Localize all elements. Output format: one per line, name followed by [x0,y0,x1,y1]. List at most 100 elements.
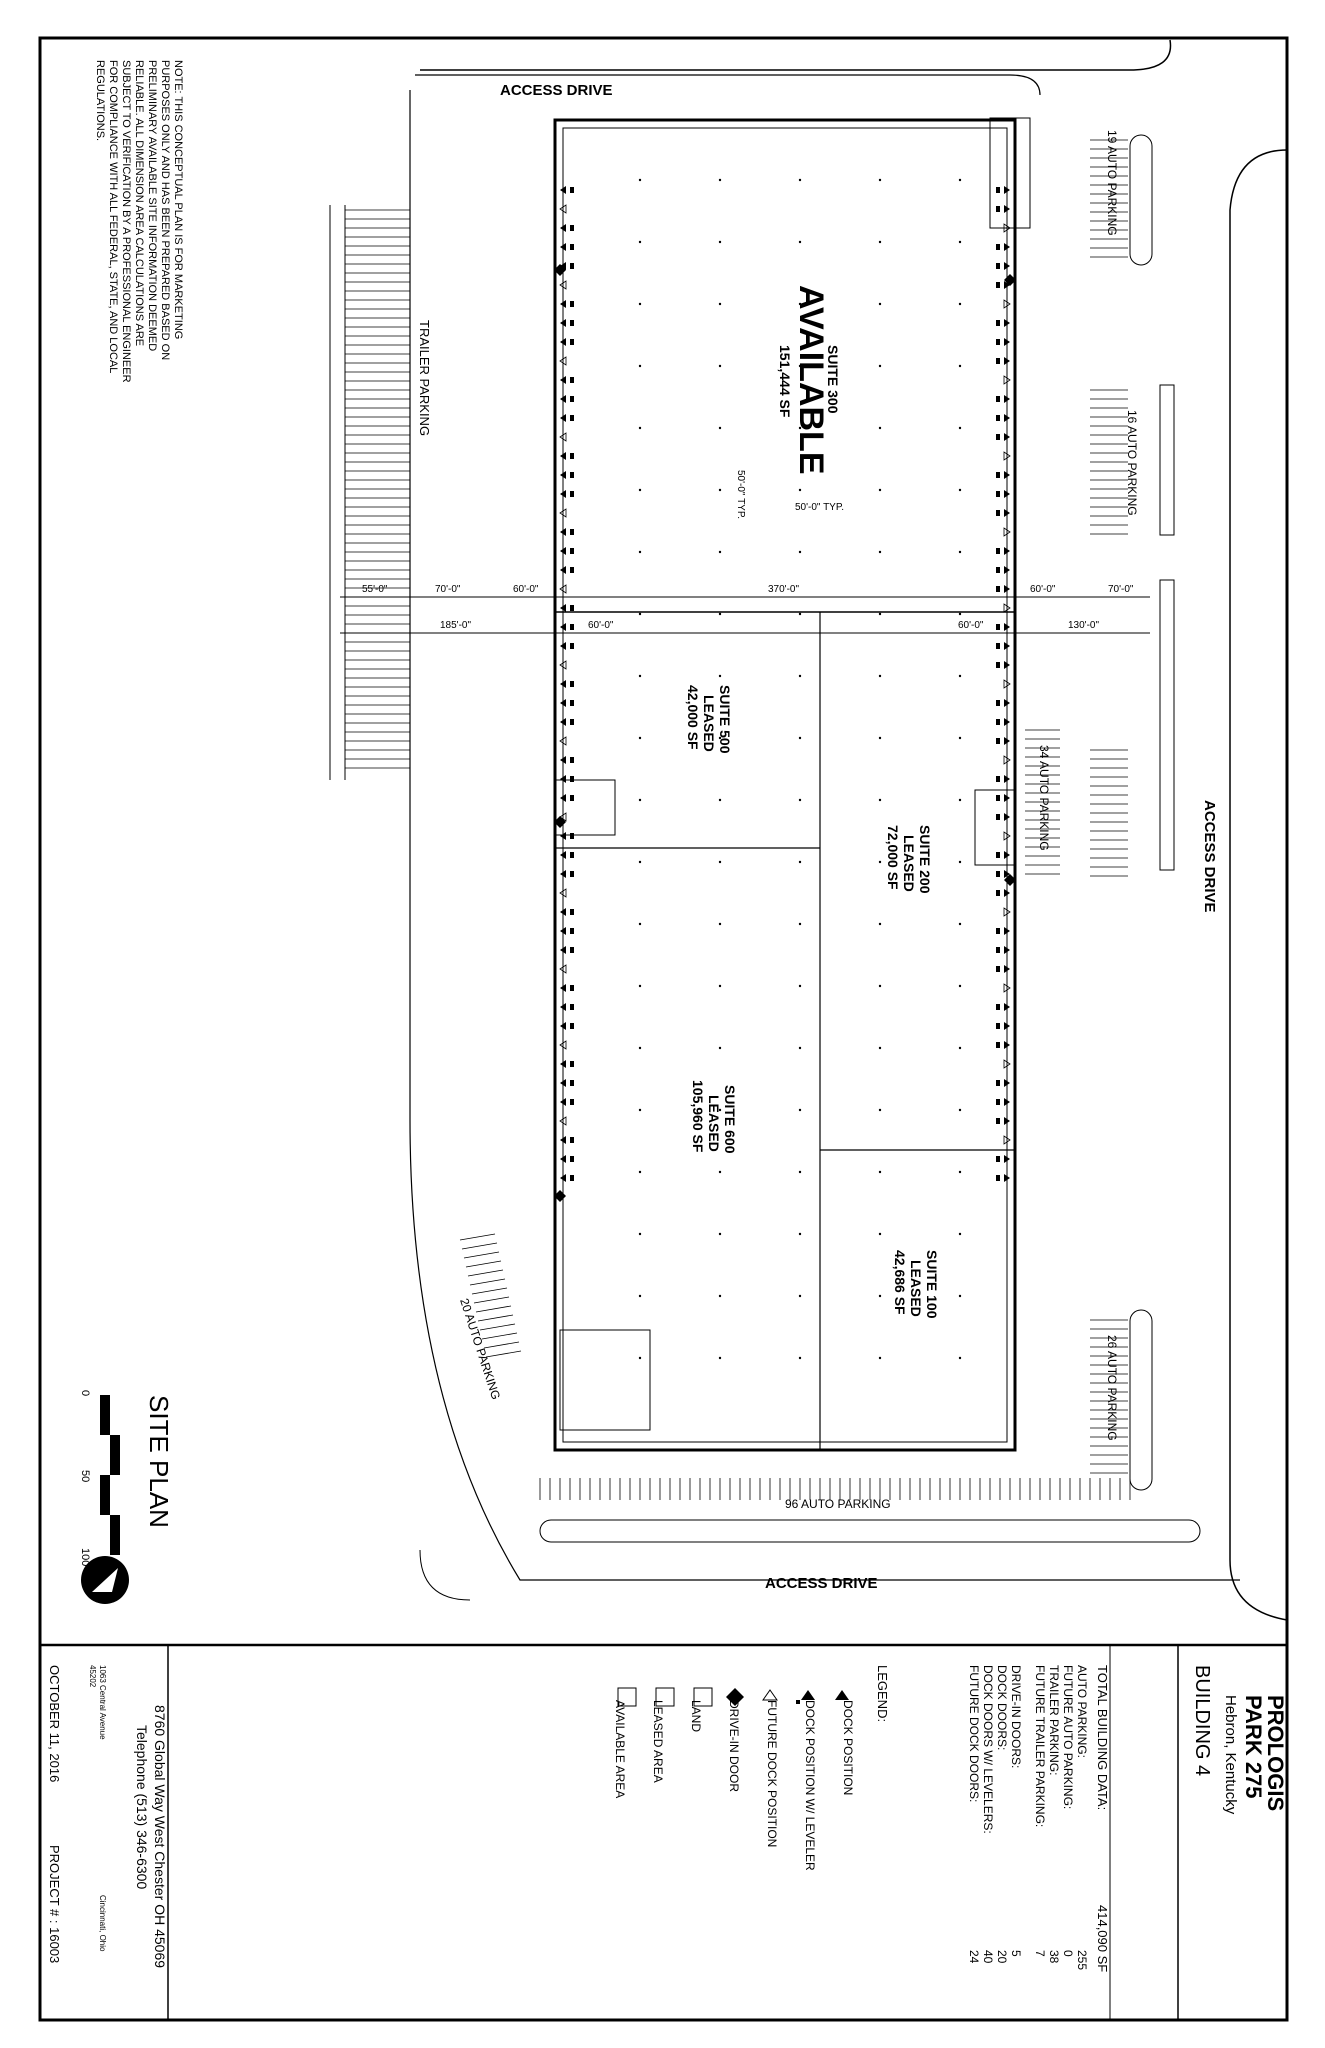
site-boundary [420,39,1172,71]
svg-text:72,000 SF: 72,000 SF [885,825,901,890]
legend-symbols [617,1687,849,1707]
svg-text:LAND: LAND [689,1700,703,1732]
dim-60a: 60'-0" [513,584,539,595]
svg-text:OCTOBER 11, 2016: OCTOBER 11, 2016 [47,1665,62,1782]
dim-60b: 60'-0" [1030,584,1056,595]
svg-text:TRAILER PARKING:: TRAILER PARKING: [1047,1665,1061,1775]
plan-note: NOTE: THIS CONCEPTUAL PLAN IS FOR MARKET… [94,60,184,383]
parking-19-label: 19 AUTO PARKING [1105,130,1119,236]
svg-text:105,960 SF: 105,960 SF [690,1080,706,1153]
trailer-parking-stalls [329,205,410,780]
scale-label-0: 0 [79,1390,91,1396]
dim-60c: 60'-0" [588,620,614,631]
svg-text:LEASED: LEASED [706,1095,722,1152]
dim-typ-a: 50'-0" TYP. [795,502,844,513]
suite-100-label: SUITE 100 LEASED 42,686 SF [892,1250,940,1319]
office-block [554,779,616,836]
svg-text:FUTURE DOCK DOORS:: FUTURE DOCK DOORS: [967,1665,981,1802]
parking-34-label: 34 AUTO PARKING [1037,745,1051,851]
svg-text:DOCK DOORS W/ LEVELERS:: DOCK DOORS W/ LEVELERS: [981,1665,995,1834]
office-block [989,117,1031,229]
dim-60d: 60'-0" [958,620,984,631]
building-outline [553,118,1017,1452]
svg-text:AVAILABLE AREA: AVAILABLE AREA [613,1700,627,1798]
svg-text:42,000 SF: 42,000 SF [685,685,701,750]
parking-16-label: 16 AUTO PARKING [1125,410,1139,516]
suite-500-label: SUITE 500 LEASED 42,000 SF [685,685,733,754]
curb-line [415,74,1041,96]
dim-70a: 70'-0" [435,584,461,595]
svg-text:LEASED AREA: LEASED AREA [651,1700,665,1783]
office-block [559,1329,651,1431]
svg-text:DRIVE-IN DOORS:: DRIVE-IN DOORS: [1009,1665,1023,1768]
office-block [974,789,1016,866]
svg-text:LEASED: LEASED [908,1260,924,1317]
svg-text:414,090 SF: 414,090 SF [1095,1905,1110,1972]
prologis-logo [81,1556,129,1604]
svg-text:FUTURE AUTO PARKING:: FUTURE AUTO PARKING: [1061,1665,1075,1809]
svg-text:SUITE 200: SUITE 200 [917,825,933,894]
svg-text:1063 Central Avenue: 1063 Central Avenue [98,1665,107,1740]
firm-info: 1063 Central Avenue Cincinnati, Ohio 452… [47,1665,107,1963]
dim-370: 370'-0" [768,584,799,595]
dock-positions-west [554,186,574,1202]
svg-text:PROJECT # : 16003: PROJECT # : 16003 [47,1845,62,1963]
svg-text:8760 Global Way West Chester: 8760 Global Way West Chester OH 45069 [152,1705,168,1968]
svg-text:151,444 SF: 151,444 SF [777,345,793,418]
dim-55: 55'-0" [362,584,388,595]
svg-text:NOTE: THIS CONCEPTUAL PLAN IS: NOTE: THIS CONCEPTUAL PLAN IS FOR MARKET… [94,60,184,383]
svg-text:DOCK DOORS:: DOCK DOORS: [995,1665,1009,1750]
curb-line [409,90,1240,1581]
svg-text:PARK 275: PARK 275 [1241,1695,1266,1799]
auto-parking-stalls-south [459,1233,1131,1500]
column-grid [638,178,962,1360]
svg-text:PROLOGIS: PROLOGIS [1263,1695,1288,1811]
sheet-border [38,36,1289,2022]
trailer-parking-label: TRAILER PARKING [417,320,432,436]
svg-text:SUITE 500: SUITE 500 [717,685,733,754]
access-drive-right-label: ACCESS DRIVE [1201,800,1218,913]
scale-label-100: 100 [79,1548,91,1566]
svg-text:Hebron, Kentucky: Hebron, Kentucky [1222,1695,1239,1815]
suite-600-label: SUITE 600 LEASED 105,960 SF [690,1080,738,1154]
svg-text:0: 0 [1061,1950,1075,1957]
suite-200-label: SUITE 200 LEASED 72,000 SF [885,825,933,894]
svg-text:AUTO PARKING:: AUTO PARKING: [1075,1665,1089,1758]
dim-typ-b: 50'-0" TYP. [735,470,746,519]
dim-70b: 70'-0" [1108,584,1134,595]
svg-text:BUILDING 4: BUILDING 4 [1191,1665,1213,1776]
svg-text:LEASED: LEASED [701,695,717,752]
dim-185: 185'-0" [440,620,471,631]
site-boundary [1229,149,1288,1621]
parking-96-label: 96 AUTO PARKING [785,1497,891,1511]
scale-label-50: 50 [79,1470,91,1482]
svg-text:FUTURE TRAILER PARKING:: FUTURE TRAILER PARKING: [1033,1665,1047,1827]
svg-text:TOTAL BUILDING DATA:: TOTAL BUILDING DATA: [1095,1665,1110,1810]
svg-text:SUITE 100: SUITE 100 [924,1250,940,1319]
svg-text:38: 38 [1047,1950,1061,1964]
title-block: PROLOGIS PARK 275 Hebron, Kentucky BUILD… [1191,1665,1288,1815]
svg-text:DOCK POSITION W/ LEVELER: DOCK POSITION W/ LEVELER [803,1700,817,1871]
dock-positions-east [996,186,1016,1182]
access-drive-top-label: ACCESS DRIVE [500,82,613,99]
svg-text:AVAILABLE: AVAILABLE [792,285,830,475]
building-data: TOTAL BUILDING DATA: 414,090 SF AUTO PAR… [967,1665,1110,1972]
dim-130: 130'-0" [1068,620,1099,631]
svg-text:20: 20 [995,1950,1009,1964]
svg-text:LEASED: LEASED [901,835,917,892]
auto-parking-stalls-east [1025,139,1128,1474]
svg-text:45202: 45202 [88,1665,97,1688]
svg-text:LEGEND:: LEGEND: [875,1665,890,1722]
parking-20-label: 20 AUTO PARKING [457,1297,503,1402]
svg-text:FUTURE DOCK POSITION: FUTURE DOCK POSITION [765,1700,779,1847]
svg-text:DRIVE-IN DOOR: DRIVE-IN DOOR [727,1700,741,1792]
architect-info: 8760 Global Way West Chester OH 45069 Te… [134,1705,168,1968]
dimension-lines [340,596,1150,634]
svg-text:40: 40 [981,1950,995,1964]
svg-text:24: 24 [967,1950,981,1964]
svg-text:Cincinnati, Ohio: Cincinnati, Ohio [98,1895,107,1952]
parking-26-label: 26 AUTO PARKING [1105,1335,1119,1441]
scale-bar [100,1395,120,1555]
